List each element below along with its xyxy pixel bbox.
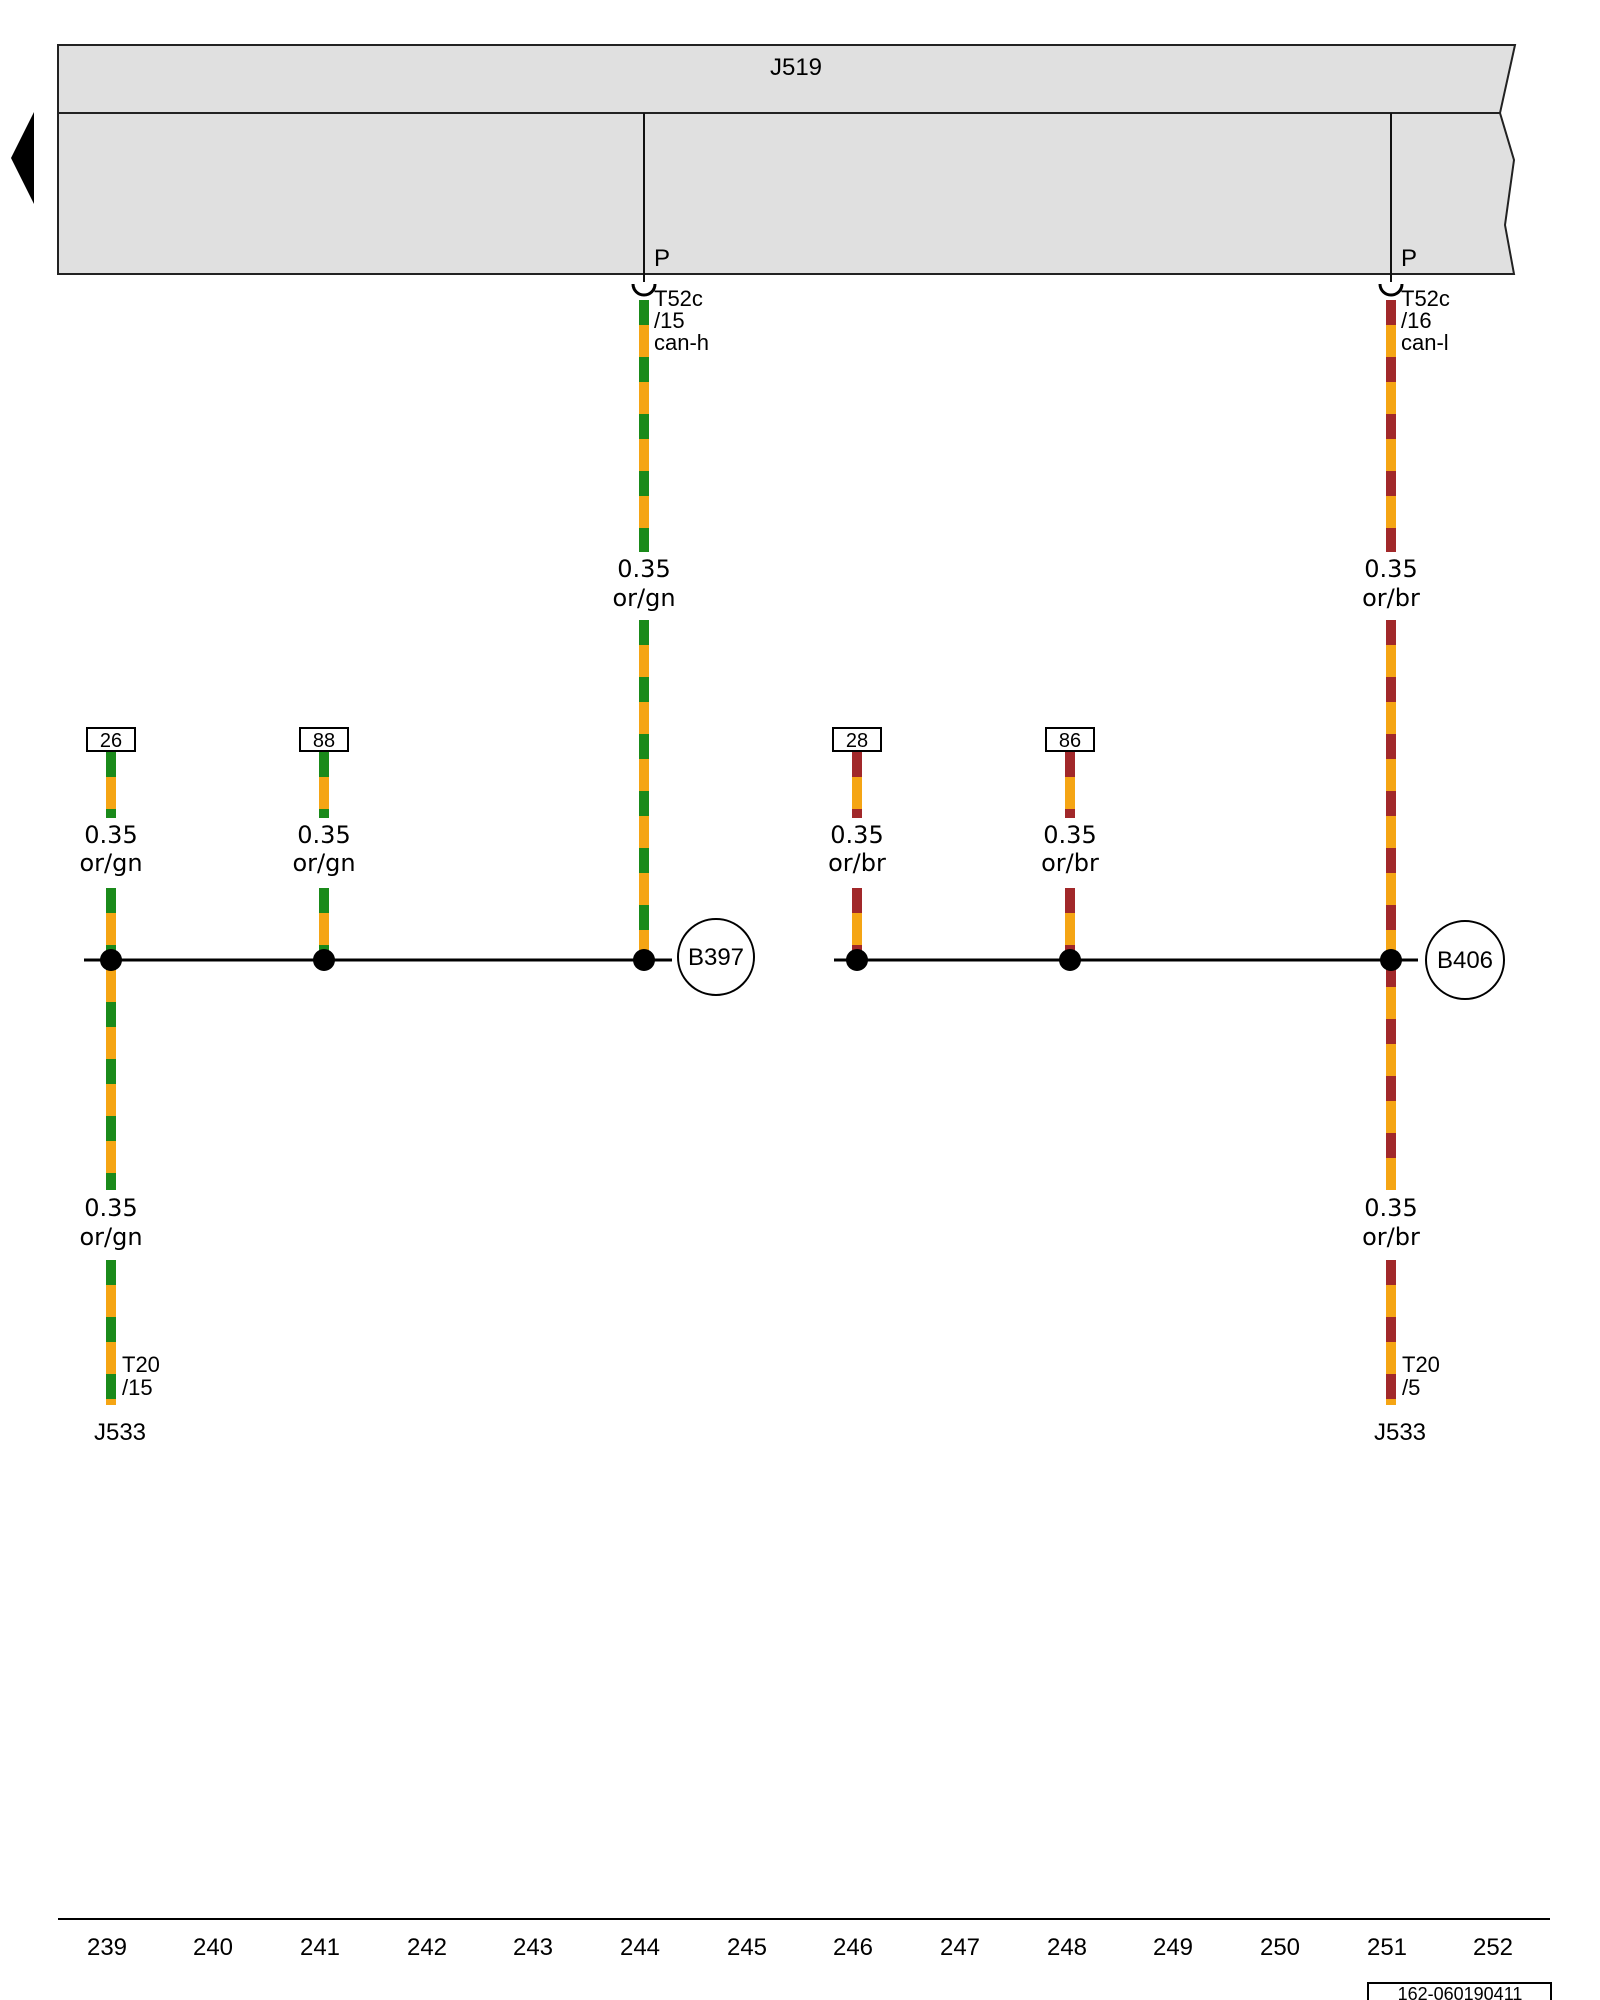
document-id-box bbox=[1367, 1982, 1552, 2000]
splice-b406-label: B406 bbox=[1437, 947, 1493, 974]
document-id: 162-060190411 bbox=[1398, 1984, 1523, 2000]
connector-name-can-h: T52c bbox=[654, 286, 703, 311]
connector-signal-can-h: can-h bbox=[654, 330, 709, 355]
wire-color-label: or/br bbox=[1041, 849, 1099, 877]
wire-color-label: or/gn bbox=[79, 849, 142, 877]
connector-pin-can-l: /16 bbox=[1401, 308, 1432, 333]
reference-label: 28 bbox=[846, 730, 868, 752]
scale-number: 246 bbox=[833, 1934, 873, 1961]
reference-box[interactable] bbox=[299, 727, 349, 752]
scale-number: 243 bbox=[513, 1934, 553, 1961]
reference-box[interactable] bbox=[1045, 727, 1095, 752]
junction-dot bbox=[846, 949, 868, 971]
connector-pin-right: /5 bbox=[1402, 1375, 1420, 1400]
scale-number: 250 bbox=[1260, 1934, 1300, 1961]
reference-box[interactable] bbox=[86, 727, 136, 752]
scale-number: 244 bbox=[620, 1934, 660, 1961]
wire-color-label: or/br bbox=[1362, 584, 1420, 612]
wire-color-label: or/gn bbox=[79, 1223, 142, 1251]
splice-b397-label: B397 bbox=[688, 944, 744, 971]
junction-dot bbox=[1380, 949, 1402, 971]
reference-box[interactable] bbox=[832, 727, 882, 752]
junction-dot bbox=[633, 949, 655, 971]
junction-dot bbox=[100, 949, 122, 971]
wire-color-label: or/br bbox=[1362, 1223, 1420, 1251]
scale-numbers: 239 240 241 242 243 244 245 246 247 248 … bbox=[87, 1934, 1513, 1961]
wire-size-label: 0.35 bbox=[1364, 1194, 1417, 1222]
scale-number: 249 bbox=[1153, 1934, 1193, 1961]
scale-number: 251 bbox=[1367, 1934, 1407, 1961]
connector-name-left: T20 bbox=[122, 1352, 160, 1377]
component-j533-left: J533 bbox=[94, 1419, 146, 1446]
reference-label: 86 bbox=[1059, 730, 1081, 752]
scale-number: 239 bbox=[87, 1934, 127, 1961]
scale-number: 245 bbox=[727, 1934, 767, 1961]
connector-signal-can-l: can-l bbox=[1401, 330, 1449, 355]
continuation-arrow-icon[interactable] bbox=[11, 112, 34, 204]
wire-size-label: 0.35 bbox=[84, 1194, 137, 1222]
wire-color-label: or/gn bbox=[292, 849, 355, 877]
module-j519-body bbox=[57, 112, 1516, 275]
connector-pin-can-h: /15 bbox=[654, 308, 685, 333]
scale-number: 240 bbox=[193, 1934, 233, 1961]
reference-label: 26 bbox=[100, 730, 122, 752]
junction-dot bbox=[313, 949, 335, 971]
connector-name-can-l: T52c bbox=[1401, 286, 1450, 311]
scale-number: 247 bbox=[940, 1934, 980, 1961]
connector-socket-icon bbox=[1378, 283, 1404, 297]
reference-label: 88 bbox=[313, 730, 335, 752]
wire-size-label: 0.35 bbox=[84, 821, 137, 849]
wire-color-label: or/br bbox=[828, 849, 886, 877]
pin-type-can-l: P bbox=[1401, 245, 1417, 272]
module-label: J519 bbox=[770, 54, 822, 81]
scale-number: 248 bbox=[1047, 1934, 1087, 1961]
connector-name-right: T20 bbox=[1402, 1352, 1440, 1377]
connector-pin-left: /15 bbox=[122, 1375, 153, 1400]
wire-size-label: 0.35 bbox=[297, 821, 350, 849]
scale-number: 252 bbox=[1473, 1934, 1513, 1961]
scale-number: 241 bbox=[300, 1934, 340, 1961]
wire-size-label: 0.35 bbox=[830, 821, 883, 849]
splice-b397-circle[interactable] bbox=[677, 918, 755, 996]
splice-b406-circle[interactable] bbox=[1425, 920, 1505, 1000]
wire-size-label: 0.35 bbox=[617, 555, 670, 583]
pin-type-can-h: P bbox=[654, 245, 670, 272]
scale-number: 242 bbox=[407, 1934, 447, 1961]
junction-dot bbox=[1059, 949, 1081, 971]
wire-size-label: 0.35 bbox=[1364, 555, 1417, 583]
connector-socket-icon bbox=[631, 283, 657, 297]
wire-color-label: or/gn bbox=[612, 584, 675, 612]
component-j533-right: J533 bbox=[1374, 1419, 1426, 1446]
wire-size-label: 0.35 bbox=[1043, 821, 1096, 849]
